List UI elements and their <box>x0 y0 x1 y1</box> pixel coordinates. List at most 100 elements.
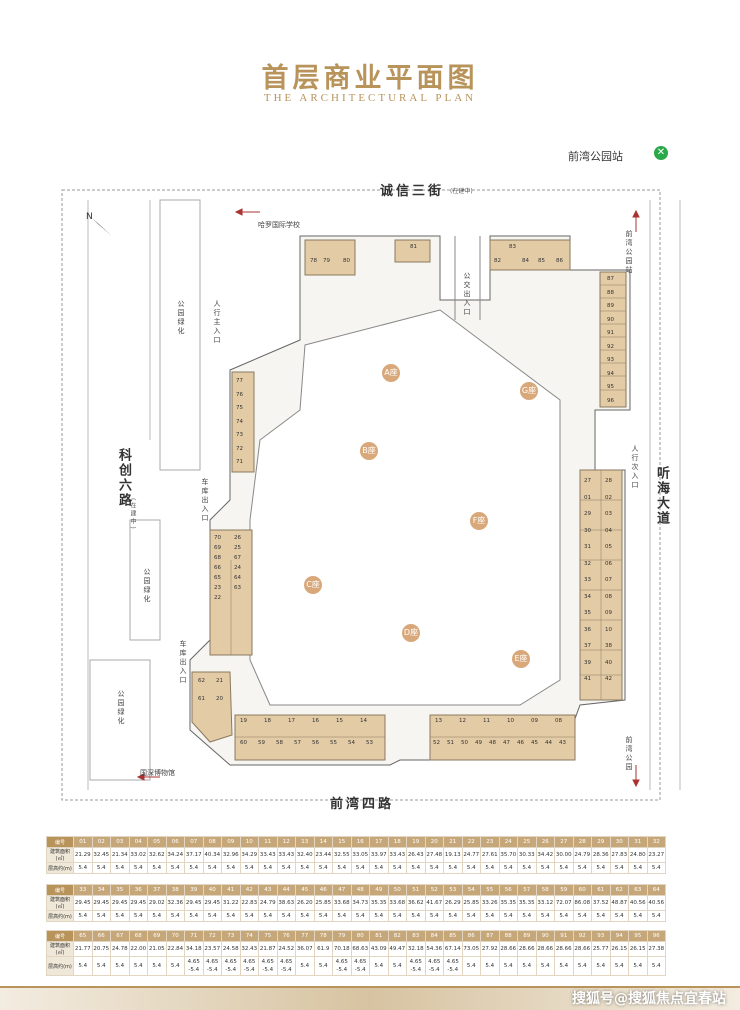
units-top-mid <box>394 239 431 263</box>
table-cell: 29.45 <box>202 895 222 911</box>
table-cell: 05 <box>147 836 167 848</box>
unit-66: 66 <box>214 565 221 571</box>
table-row-label: 层高约(m) <box>46 910 74 922</box>
unit-91: 91 <box>607 330 614 336</box>
table-cell: 5.4 <box>572 862 592 874</box>
table-cell: 69 <box>147 930 167 942</box>
table-cell: 5.4 <box>628 910 648 922</box>
table-cell: 5.4 <box>591 956 611 976</box>
table-cell: 03 <box>110 836 130 848</box>
table-cell: 57 <box>517 884 537 896</box>
table-cell: 5.4 <box>461 862 481 874</box>
table-cell: 68 <box>128 930 148 942</box>
table-cell: 30.00 <box>554 847 574 863</box>
table-cell: 26.15 <box>628 941 648 957</box>
unit-35: 35 <box>584 610 591 616</box>
table-cell: 5.4 <box>609 862 629 874</box>
table-cell: 25.77 <box>591 941 611 957</box>
table-cell: 5.4 <box>147 910 167 922</box>
unit-45: 45 <box>531 740 538 746</box>
table-cell: 27.92 <box>480 941 500 957</box>
table-cell: 5.4 <box>554 862 574 874</box>
table-cell: 28.36 <box>591 847 611 863</box>
table-cell: 5.4 <box>258 862 278 874</box>
table-cell: 35.35 <box>517 895 537 911</box>
table-cell: 18 <box>387 836 407 848</box>
table-cell: 90 <box>535 930 555 942</box>
table-cell: 5.4 <box>517 956 537 976</box>
table-cell: 5.4 <box>239 910 259 922</box>
table-cell: 62 <box>609 884 629 896</box>
unit-22: 22 <box>214 595 221 601</box>
unit-67: 67 <box>234 555 241 561</box>
table-cell: 70 <box>165 930 185 942</box>
unit-64: 64 <box>234 575 241 581</box>
table-cell: 5.4 <box>591 862 611 874</box>
table-cell: 28.66 <box>535 941 555 957</box>
table-cell: 5.4 <box>110 910 130 922</box>
table-cell: 24.79 <box>572 847 592 863</box>
table-cell: 37.17 <box>184 847 204 863</box>
unit-41: 41 <box>584 676 591 682</box>
table-cell: 91 <box>554 930 574 942</box>
label-park-green-2: 公园绿化 <box>143 568 151 604</box>
table-cell: 34.24 <box>165 847 185 863</box>
table-cell: 44 <box>276 884 296 896</box>
table-cell: 01 <box>73 836 93 848</box>
table-cell: 4.65 -5.4 <box>350 956 370 976</box>
label-park-green-3: 公园绿化 <box>117 690 125 726</box>
table-cell: 22.84 <box>165 941 185 957</box>
unit-24: 24 <box>234 565 241 571</box>
unit-14: 14 <box>360 718 367 724</box>
table-cell: 5.4 <box>646 910 666 922</box>
label-museum: 国深博物馆 <box>140 769 175 777</box>
table-cell: 47 <box>332 884 352 896</box>
unit-15: 15 <box>336 718 343 724</box>
table-cell: 39 <box>184 884 204 896</box>
table-row-label: 建筑面积(㎡) <box>46 895 74 911</box>
unit-02: 02 <box>605 494 612 501</box>
unit-27: 27 <box>584 478 591 484</box>
table-cell: 32 <box>646 836 666 848</box>
unit-51: 51 <box>447 740 454 746</box>
table-cell: 5.4 <box>387 862 407 874</box>
table-cell: 29.45 <box>184 895 204 911</box>
table-cell: 17 <box>369 836 389 848</box>
label-to-park: 前湾公园 <box>625 736 633 772</box>
footer-line <box>0 986 740 988</box>
table-cell: 5.4 <box>73 910 93 922</box>
table-cell: 35.35 <box>369 895 389 911</box>
table-cell: 23.27 <box>646 847 666 863</box>
table-cell: 5.4 <box>591 910 611 922</box>
unit-18: 18 <box>264 718 271 724</box>
table-cell: 24.80 <box>628 847 648 863</box>
table-cell: 94 <box>609 930 629 942</box>
table-row-label: 编号 <box>46 884 74 896</box>
unit-03: 03 <box>605 511 612 517</box>
table-cell: 67 <box>110 930 130 942</box>
unit-11: 11 <box>483 718 490 724</box>
unit-63: 63 <box>234 585 241 591</box>
table-cell: 32.43 <box>239 941 259 957</box>
unit-32: 32 <box>584 560 591 567</box>
unit-29: 29 <box>584 511 591 517</box>
label-to-station: 前湾公园站 <box>625 230 633 275</box>
courtyard <box>249 309 561 706</box>
table-cell: 78 <box>313 930 333 942</box>
table-cell: 21.05 <box>147 941 167 957</box>
table-cell: 59 <box>554 884 574 896</box>
table-cell: 4.65 -5.4 <box>221 956 241 976</box>
table-cell: 35.35 <box>498 895 518 911</box>
table-cell: 49 <box>369 884 389 896</box>
table-row-label: 层高约(m) <box>46 862 74 874</box>
table-cell: 73.05 <box>461 941 481 957</box>
table-cell: 25 <box>517 836 537 848</box>
table-cell: 5.4 <box>535 956 555 976</box>
unit-70: 70 <box>214 535 221 541</box>
table-cell: 22.83 <box>239 895 259 911</box>
unit-80: 80 <box>343 258 350 264</box>
unit-grid <box>230 284 626 738</box>
